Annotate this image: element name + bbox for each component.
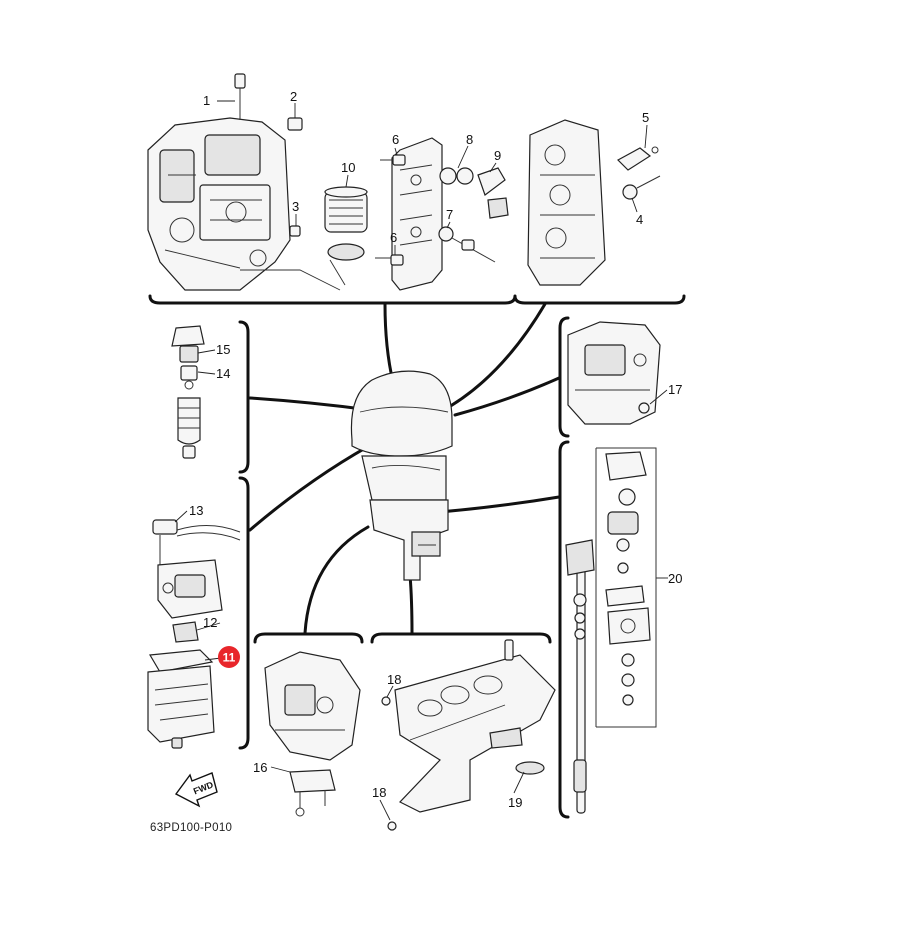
cylinder-head-parts <box>375 137 509 291</box>
exhaust-guide-assembly <box>264 651 361 817</box>
callout-12: 12 <box>203 615 217 630</box>
highlight-marker-icon[interactable] <box>218 646 240 668</box>
top-section-bracket <box>148 294 686 305</box>
callout-16: 16 <box>253 760 267 775</box>
callout-1: 1 <box>203 93 210 108</box>
callout-leaders <box>174 100 668 821</box>
left-lower-section-bracket <box>238 476 250 750</box>
section-brackets <box>148 294 686 819</box>
fwd-arrow-icon: FWD <box>174 772 218 808</box>
left-upper-section-bracket <box>238 320 250 474</box>
callout-11[interactable]: 11 <box>223 651 236 665</box>
callout-6-lower: 6 <box>390 230 397 245</box>
callout-14: 14 <box>216 366 230 381</box>
callout-18-lower: 18 <box>372 785 386 800</box>
fuel-filter-assembly <box>171 325 205 459</box>
vapor-separator-assembly <box>147 519 241 749</box>
gear-case-assembly <box>381 639 556 831</box>
callout-labels: 1 2 3 4 5 6 6 7 8 9 10 12 13 14 15 16 17… <box>189 89 682 810</box>
bottom-right-section-bracket <box>370 632 552 644</box>
water-pump-assembly <box>565 447 665 814</box>
exhaust-cover-assembly <box>527 119 661 286</box>
bottom-left-section-bracket <box>253 632 364 644</box>
connector-right-upper <box>453 376 561 417</box>
connector-bottom-left <box>303 525 370 635</box>
connector-bottom-right <box>408 573 414 635</box>
callout-9: 9 <box>494 148 501 163</box>
cylinder-block-assembly <box>147 73 368 291</box>
callout-10: 10 <box>341 160 355 175</box>
callout-20: 20 <box>668 571 682 586</box>
callout-7: 7 <box>446 207 453 222</box>
callout-18-upper: 18 <box>387 672 401 687</box>
right-upper-section-bracket <box>558 316 570 438</box>
callout-5: 5 <box>642 110 649 125</box>
callout-4: 4 <box>636 212 643 227</box>
callout-17: 17 <box>668 382 682 397</box>
connector-left-upper <box>248 396 372 412</box>
callout-2: 2 <box>290 89 297 104</box>
callout-8: 8 <box>466 132 473 147</box>
callout-19: 19 <box>508 795 522 810</box>
diagram-code: 63PD100-P010 <box>150 822 232 834</box>
outboard-motor-outline <box>350 370 453 581</box>
callout-3: 3 <box>292 199 299 214</box>
callout-13: 13 <box>189 503 203 518</box>
right-lower-section-bracket <box>558 440 570 819</box>
lower-case-casting <box>567 321 661 425</box>
callout-6-upper: 6 <box>392 132 399 147</box>
callout-15: 15 <box>216 342 230 357</box>
connector-top-right <box>438 302 547 414</box>
highlighted-part-callout[interactable]: 11 <box>218 646 240 668</box>
